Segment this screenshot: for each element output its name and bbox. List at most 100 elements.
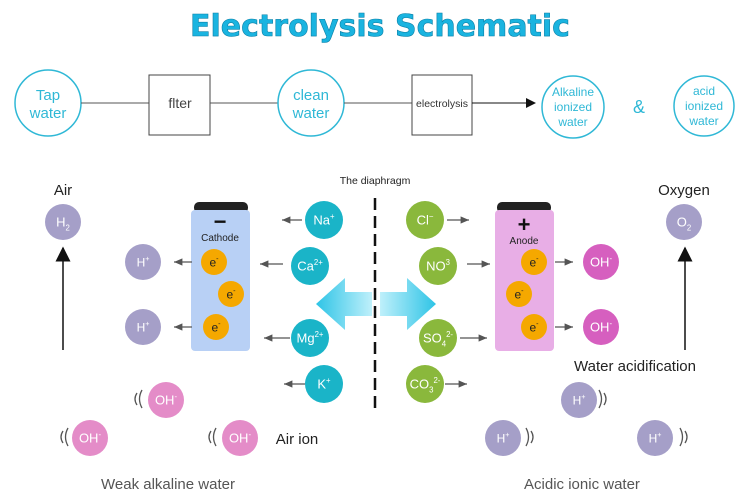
- water-acidification-label: Water acidification: [574, 358, 696, 375]
- h-ion-3-circle: [561, 382, 597, 418]
- vibration-mark: [60, 427, 69, 447]
- anode-electron-3: e-: [521, 314, 547, 340]
- ampersand: &: [633, 97, 645, 117]
- oh-ion-right-1-label: OH-: [590, 254, 613, 270]
- cation-k-circle: [305, 365, 343, 403]
- anion-no-circle: [419, 247, 457, 285]
- oh-ion-left-2-label: OH-: [79, 430, 102, 446]
- tap-water-label-2: water: [29, 105, 67, 122]
- h-ion-4-label: H+: [497, 430, 510, 445]
- weak-alkaline-water-label: Weak alkaline water: [101, 476, 235, 493]
- anode-electron-2: e-: [506, 281, 532, 307]
- cathode-electron-1-label: e-: [209, 254, 219, 269]
- acid-label-1: acid: [693, 84, 715, 98]
- h-ion-5: H+: [637, 420, 673, 456]
- oh-ion-right-1-circle: [583, 244, 619, 280]
- h2-molecule: H2: [45, 204, 81, 240]
- cathode-electron-1-circle: [201, 249, 227, 275]
- o2-molecule-label: O2: [677, 215, 691, 233]
- alkaline-label-3: water: [557, 115, 587, 129]
- h-ion-2-label: H+: [137, 319, 150, 334]
- alkaline-label-1: Alkaline: [552, 85, 594, 99]
- anion-co-label: CO32-: [410, 376, 441, 395]
- vibration-mark: [208, 427, 217, 447]
- cation-ca-circle: [291, 247, 329, 285]
- cation-ca: Ca2+: [291, 247, 329, 285]
- electrolysis-label: electrolysis: [416, 98, 468, 110]
- o2-molecule-circle: [666, 204, 702, 240]
- oh-ion-left-2-circle: [72, 420, 108, 456]
- oh-ion-right-2-label: OH-: [590, 319, 613, 335]
- oh-ion-right-2: OH-: [583, 309, 619, 345]
- anode-electron-3-circle: [521, 314, 547, 340]
- anion-no-label: NO3: [426, 258, 450, 274]
- h2-molecule-circle: [45, 204, 81, 240]
- h-ion-3-label: H+: [573, 392, 586, 407]
- h-ion-5-circle: [637, 420, 673, 456]
- cathode-electron-3-label: e-: [211, 319, 221, 334]
- h-ion-4: H+: [485, 420, 521, 456]
- process-flow: Tap water flter clean water electrolysis…: [14, 69, 735, 139]
- h-ion-1-circle: [125, 244, 161, 280]
- oh-ion-right-1: OH-: [583, 244, 619, 280]
- cathode-electron-2-circle: [218, 281, 244, 307]
- cathode-electron-3: e-: [203, 314, 229, 340]
- electrolysis-node: [411, 74, 473, 136]
- vibration-marks: [60, 389, 688, 447]
- air-label: Air: [54, 182, 72, 199]
- cathode-body: [191, 210, 250, 351]
- cathode-electron-2: e-: [218, 281, 244, 307]
- ion-arrows: [174, 216, 573, 388]
- cathode: − Cathode: [191, 202, 250, 351]
- oh-ion-left-1: OH-: [148, 382, 184, 418]
- vibration-mark: [525, 427, 534, 447]
- air-ion-label: Air ion: [276, 431, 319, 448]
- anion-cl: Cl−: [406, 201, 444, 239]
- anode-electron-1: e-: [521, 249, 547, 275]
- h2-molecule-label: H2: [56, 215, 70, 233]
- vibration-mark: [134, 389, 143, 409]
- anion-cl-circle: [406, 201, 444, 239]
- oh-ion-left-2: OH-: [72, 420, 108, 456]
- vibration-mark: [598, 389, 607, 409]
- cation-k-label: K+: [317, 376, 331, 392]
- vibration-mark: [679, 427, 688, 447]
- anode-electron-1-circle: [521, 249, 547, 275]
- anode-electron-2-label: e-: [514, 286, 524, 301]
- cation-na-circle: [305, 201, 343, 239]
- page-title: Electrolysis Schematic: [190, 9, 570, 44]
- anion-so-label: SO42-: [423, 330, 453, 349]
- cathode-electron-3-circle: [203, 314, 229, 340]
- ion-migration-arrow-left: [316, 278, 372, 330]
- anode-label: Anode: [510, 236, 539, 247]
- anode-electron-1-label: e-: [529, 254, 539, 269]
- anion-so: SO42-: [419, 319, 457, 357]
- anode-electron-3-label: e-: [529, 319, 539, 334]
- oxygen-label: Oxygen: [658, 182, 710, 199]
- cation-mg-label: Mg2+: [297, 330, 324, 346]
- acidic-ionic-water-label: Acidic ionic water: [524, 476, 640, 493]
- cathode-sign: −: [214, 209, 227, 234]
- h-ion-4-circle: [485, 420, 521, 456]
- h-ion-2: H+: [125, 309, 161, 345]
- acid-water-node: [673, 75, 735, 137]
- diaphragm-label: The diaphragm: [340, 175, 411, 187]
- alkaline-label-2: ionized: [554, 100, 592, 114]
- oh-ion-left-3: OH-: [222, 420, 258, 456]
- filter-label: flter: [168, 95, 192, 111]
- oh-ion-left-1-circle: [148, 382, 184, 418]
- cathode-electron-2-label: e-: [226, 286, 236, 301]
- clean-water-label-1: clean: [293, 87, 329, 104]
- cation-na: Na+: [305, 201, 343, 239]
- h-ion-1-label: H+: [137, 254, 150, 269]
- h-ion-5-label: H+: [649, 430, 662, 445]
- anode-sign: +: [518, 212, 531, 237]
- o2-molecule: O2: [666, 204, 702, 240]
- h-ion-1: H+: [125, 244, 161, 280]
- cathode-electron-1: e-: [201, 249, 227, 275]
- cathode-label: Cathode: [201, 233, 239, 244]
- alkaline-water-node: [541, 75, 605, 139]
- cation-na-label: Na+: [313, 212, 335, 228]
- h-ion-3: H+: [561, 382, 597, 418]
